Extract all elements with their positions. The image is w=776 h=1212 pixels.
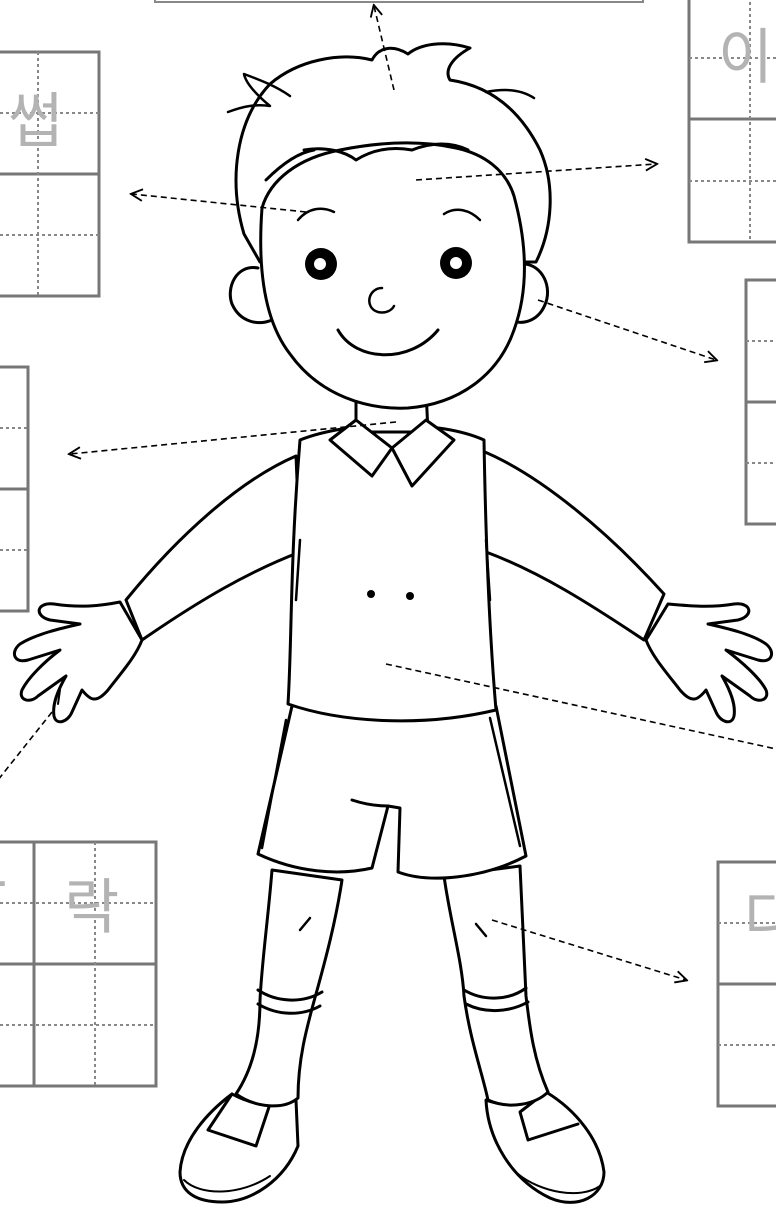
hint-syllable: 다 bbox=[744, 885, 776, 955]
hint-syllable: 락 bbox=[64, 873, 119, 943]
arrow-ear bbox=[538, 300, 716, 360]
right-leg bbox=[444, 866, 548, 1105]
right-hand bbox=[646, 604, 772, 722]
shirt-button bbox=[406, 592, 414, 600]
shirt-button bbox=[367, 590, 375, 598]
right-eye bbox=[440, 247, 472, 279]
answer-box-ear[interactable] bbox=[746, 280, 776, 524]
left-shoe bbox=[180, 1094, 298, 1202]
arrow-finger bbox=[0, 712, 52, 790]
shorts bbox=[258, 706, 526, 878]
shirt bbox=[288, 425, 496, 721]
left-eye bbox=[305, 248, 337, 280]
face bbox=[261, 143, 525, 408]
hint-syllable: 이 bbox=[718, 23, 773, 93]
left-arm bbox=[126, 456, 300, 640]
hint-syllable: 썹 bbox=[8, 87, 63, 157]
answer-box-finger[interactable]: - 락 bbox=[0, 842, 156, 1086]
boy-illustration bbox=[14, 44, 771, 1203]
answer-box-top[interactable] bbox=[155, 0, 643, 2]
answer-box-knee[interactable]: 다 bbox=[718, 862, 776, 1106]
left-hand bbox=[14, 602, 142, 722]
answer-box-neck[interactable] bbox=[0, 367, 28, 611]
right-shoe bbox=[486, 1092, 604, 1202]
svg-text:-: - bbox=[0, 845, 8, 915]
answer-box-eyebrow[interactable]: 썹 bbox=[0, 52, 99, 296]
answer-box-forehead[interactable]: 이 bbox=[689, 0, 776, 242]
left-leg bbox=[236, 870, 342, 1106]
right-arm bbox=[480, 450, 664, 640]
